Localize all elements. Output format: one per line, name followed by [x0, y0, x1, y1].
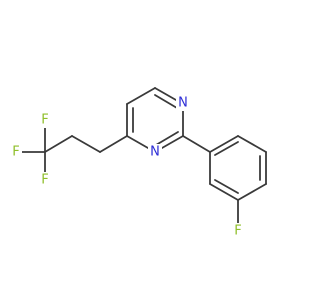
bond-ar5-ar6 [209, 183, 239, 201]
bond-ar2-ar3 [237, 135, 267, 153]
molecule-diagram: N N F F F F [10, 87, 267, 239]
bond-ar1-ar2-double [214, 141, 239, 156]
bond-ch2b-cf3 [44, 135, 73, 153]
bond-c2-aryl [182, 135, 211, 153]
bond-n3-c2-double [155, 131, 179, 146]
bond-ch2a-ch2b [71, 135, 101, 153]
bond-ar4-ar5 [237, 183, 267, 201]
bond-n1-c6-double [154, 94, 178, 109]
atom-labels: N N F F F F [10, 95, 244, 239]
bond-c4-ch2a [99, 135, 128, 153]
nitrogen-n1-label: N [178, 96, 188, 111]
fluorine-bottom-label: F [41, 173, 48, 188]
fluorine-left-label: F [12, 145, 19, 160]
fluorine-aryl-label: F [234, 224, 241, 239]
fluorine-top-label: F [41, 113, 48, 128]
bond-ar1-ar2 [209, 135, 239, 153]
bond-ar5-ar6-double [214, 179, 239, 194]
nitrogen-n3-label: N [150, 145, 160, 160]
bond-c6-c5 [126, 87, 156, 105]
bonds [16, 87, 267, 231]
